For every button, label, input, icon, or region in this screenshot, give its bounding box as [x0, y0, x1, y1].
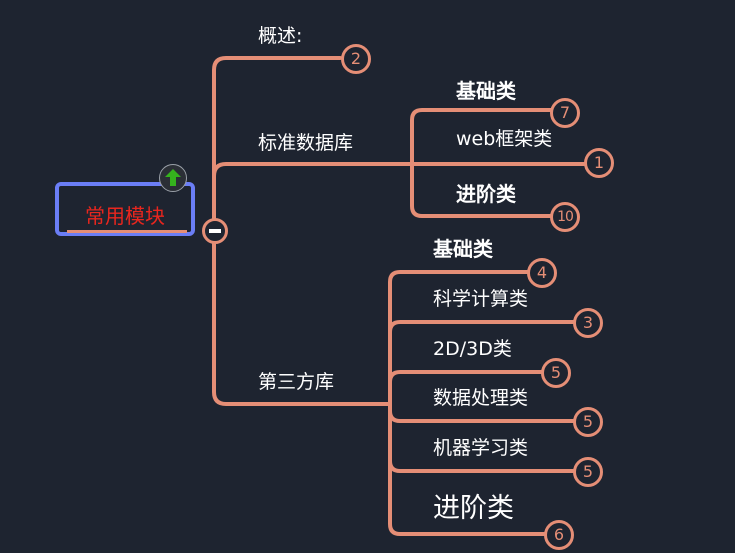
- sub-connector: [388, 270, 532, 406]
- count-badge: 1: [584, 148, 614, 178]
- root-topic-label: 常用模块: [85, 204, 165, 228]
- branch-connector-standard: [212, 162, 414, 178]
- root-topic[interactable]: 常用模块: [55, 182, 195, 236]
- topic-web-framework[interactable]: web框架类: [456, 128, 553, 150]
- count-badge: 3: [573, 308, 603, 338]
- topic-basic[interactable]: 基础类: [456, 79, 516, 103]
- topic-data-processing[interactable]: 数据处理类: [433, 387, 529, 409]
- trunk-connector: [212, 226, 392, 406]
- minus-icon[interactable]: [202, 218, 228, 244]
- count-badge: 4: [527, 258, 557, 288]
- sub-connector: [388, 402, 548, 536]
- count-badge: 5: [573, 457, 603, 487]
- branch-third-party[interactable]: 第三方库: [258, 371, 335, 393]
- count-badge: 5: [573, 407, 603, 437]
- branch-standard-library[interactable]: 标准数据库: [258, 132, 354, 154]
- sub-connector: [410, 162, 555, 218]
- topic-advanced[interactable]: 进阶类: [433, 493, 514, 524]
- sub-connector: [388, 370, 546, 406]
- topic-advanced[interactable]: 进阶类: [456, 182, 516, 206]
- topic-basic[interactable]: 基础类: [433, 237, 493, 261]
- trunk-connector: [212, 56, 342, 230]
- count-badge: 2: [341, 44, 371, 74]
- count-badge: 10: [550, 202, 580, 232]
- branch-overview[interactable]: 概述:: [258, 25, 303, 47]
- topic-machine-learning[interactable]: 机器学习类: [433, 437, 529, 459]
- topic-scientific-computing[interactable]: 科学计算类: [433, 288, 529, 310]
- count-badge: 6: [544, 520, 574, 550]
- topic-2d-3d[interactable]: 2D/3D类: [433, 338, 512, 360]
- sub-connector: [410, 108, 555, 166]
- count-badge: 7: [550, 98, 580, 128]
- count-badge: 5: [541, 358, 571, 388]
- root-underline: [67, 230, 187, 233]
- sub-connector: [388, 320, 577, 406]
- up-arrow-icon[interactable]: [159, 164, 187, 192]
